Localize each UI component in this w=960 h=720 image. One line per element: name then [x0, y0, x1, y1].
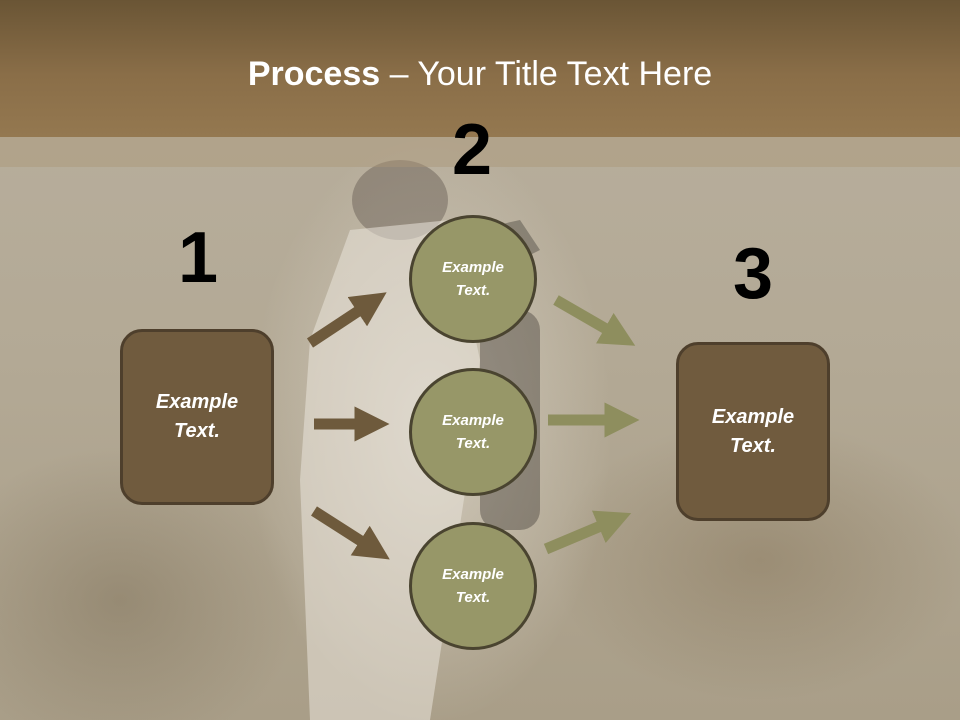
arrow-left-to-bottom [311, 506, 390, 560]
arrow-bottom-to-right [543, 510, 632, 555]
slide-title-bold: Process [247, 55, 381, 93]
left-box-text: Example Text. [155, 391, 239, 442]
right-process-box: Example Text. [676, 342, 830, 521]
circle-bottom: Example Text. [409, 522, 537, 650]
right-box-text: Example Text. [711, 405, 795, 457]
slide-title-rest: – Your Title Text Here [380, 55, 713, 93]
arrow-top-to-right [553, 295, 636, 346]
circle-top-text: Example Text. [442, 259, 504, 299]
slide-title: Process – Your Title Text Here [0, 52, 960, 96]
circle-middle-text: Example Text. [442, 412, 504, 452]
title-bar [0, 0, 960, 137]
circle-middle: Example Text. [409, 368, 537, 496]
circle-bottom-text: Example Text. [442, 566, 504, 606]
arrow-left-to-top [306, 292, 387, 348]
step-number-2: 2 [451, 110, 493, 190]
circle-top: Example Text. [409, 215, 537, 343]
step-number-1: 1 [177, 218, 219, 298]
left-process-box: Example Text. [120, 329, 274, 505]
step-number-3: 3 [732, 234, 774, 314]
header-shadow-band [0, 137, 960, 167]
